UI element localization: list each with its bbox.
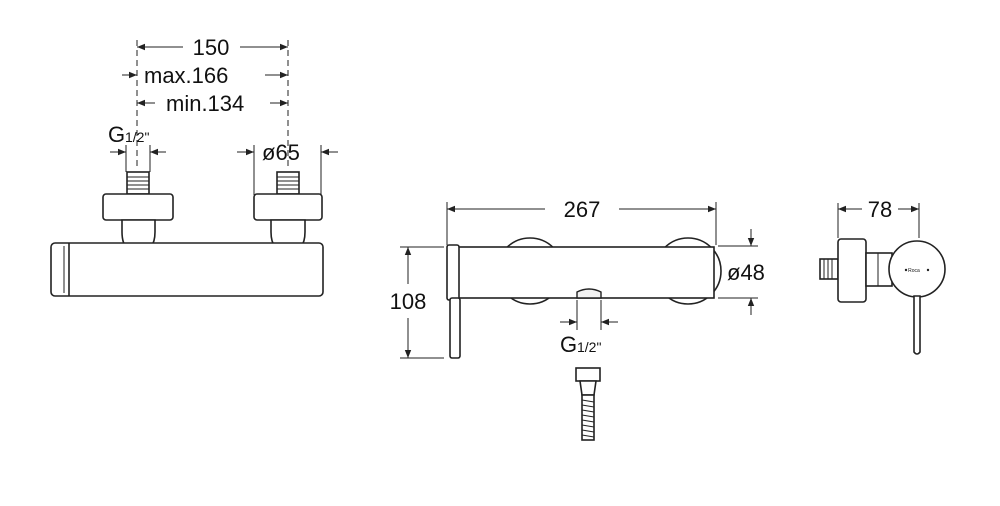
- left-escutcheon: [102, 193, 174, 221]
- hose-ferrule: [579, 380, 597, 396]
- diameter-48-label: ø48: [727, 260, 765, 285]
- top-view: 267 108 ø48 G 1/2": [390, 197, 765, 441]
- right-escutcheon: [253, 193, 323, 221]
- thread-fraction-label: 1/2": [125, 129, 149, 145]
- side-connector: [865, 252, 893, 287]
- side-lever-handle: [913, 295, 921, 355]
- dim-min-label: min.134: [166, 91, 244, 116]
- brand-logo: Roca: [908, 268, 920, 274]
- thread-g-label: G: [108, 122, 125, 147]
- front-view: 150 max.166 min.134 G 1/2" ø65: [50, 35, 338, 297]
- dim-267-label: 267: [564, 197, 601, 222]
- outlet-thread-fraction-label: 1/2": [577, 339, 601, 355]
- side-thread-lines: [823, 259, 833, 279]
- shower-outlet: [576, 288, 602, 299]
- dim-108-label: 108: [390, 289, 427, 314]
- logo-dot-right: [926, 268, 930, 272]
- diameter-65-label: ø65: [262, 140, 300, 165]
- left-thread-lines: [127, 176, 149, 190]
- side-escutcheon: [837, 238, 867, 303]
- side-view: 78 Roca: [819, 197, 946, 355]
- hose-ribs: [581, 399, 595, 438]
- right-thread-lines: [277, 176, 299, 190]
- body-end-cap: [446, 244, 460, 301]
- lever-handle: [449, 297, 461, 359]
- logo-dot-left: [904, 268, 908, 272]
- right-threaded-nipple: [276, 171, 300, 195]
- outlet-thread-g-label: G: [560, 332, 577, 357]
- dim-150-label: 150: [193, 35, 230, 60]
- side-threaded-nipple: [819, 258, 839, 280]
- left-threaded-nipple: [126, 171, 150, 195]
- dim-max-label: max.166: [144, 63, 228, 88]
- mixer-body-front: [50, 242, 324, 297]
- hose-nut: [575, 367, 601, 382]
- dim-78-label: 78: [868, 197, 892, 222]
